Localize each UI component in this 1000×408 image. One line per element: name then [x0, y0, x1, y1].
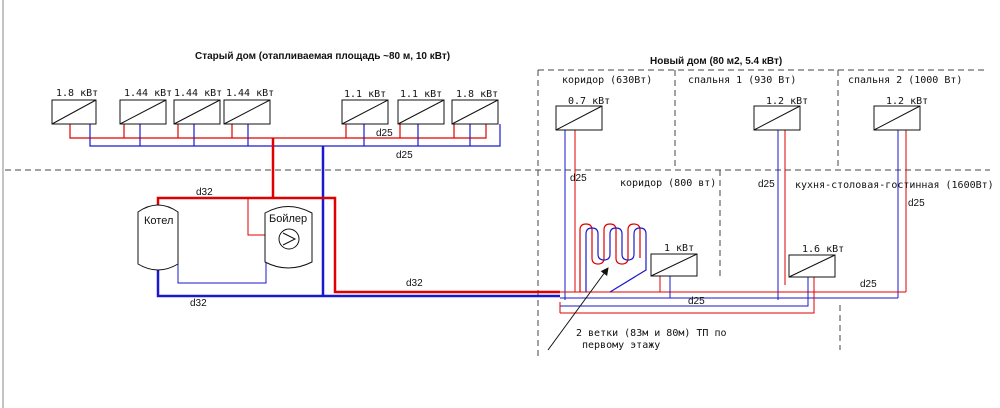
- radiator-bedroom2: [873, 105, 921, 131]
- old-radiator-label-2: 1.44 кВт: [124, 88, 172, 99]
- old-supply-branches: [123, 124, 455, 138]
- water-heater-label: Бойлер: [269, 213, 307, 225]
- new-house-title: Новый дом (80 м2, 5.4 кВт): [650, 56, 782, 67]
- radiator-2: [119, 99, 167, 125]
- pipe-label-d25-lower: d25: [396, 150, 413, 161]
- old-radiator-label-1: 1.8 кВт: [56, 88, 98, 99]
- old-supply-line: [69, 124, 487, 139]
- pipe-label-d25-bed2: d25: [908, 198, 925, 209]
- old-radiator-label-4: 1.44 кВт: [226, 88, 274, 99]
- d25-lower-return: [560, 277, 809, 307]
- floor-heating-return: [585, 227, 647, 293]
- old-radiator-label-6: 1.1 кВт: [400, 89, 442, 100]
- new-radiator-label-bedroom2: 1.2 кВт: [886, 96, 928, 107]
- room-bedroom1: спальня 1 (930 Вт): [688, 75, 796, 86]
- annotation-arrow: [547, 267, 609, 351]
- radiator-corridor-top: [555, 105, 603, 131]
- radiator-kitchen: [788, 254, 836, 278]
- new-radiator-label-bedroom1: 1.2 кВт: [766, 96, 808, 107]
- new-radiator-label-corridor-top: 0.7 кВт: [568, 96, 610, 107]
- pipe-label-d32-bottom: d32: [190, 298, 207, 309]
- pipe-label-d32-top: d32: [196, 187, 213, 198]
- main-risers: [271, 138, 325, 296]
- floor-heating-supply: [579, 223, 641, 292]
- room-kitchen: кухня-столовая-гостинная (1600Вт): [795, 180, 994, 191]
- radiator-5: [341, 99, 389, 125]
- boiler-room-pipes: [156, 196, 560, 298]
- pipe-label-d32-main: d32: [406, 278, 423, 289]
- pipe-label-d25-floor: d25: [688, 296, 705, 307]
- room-corridor-bottom: коридор (800 вт): [620, 178, 716, 189]
- d32-return-main: [156, 270, 560, 298]
- room-bedroom2: спальня 2 (1000 Вт): [848, 75, 962, 86]
- water-heater: [264, 206, 313, 269]
- old-radiator-label-7: 1.8 кВт: [456, 89, 498, 100]
- old-house-collectors: [69, 124, 501, 147]
- radiator-7: [451, 99, 499, 125]
- pipe-label-d25-right: d25: [860, 279, 877, 290]
- d25-lower-supply: [560, 277, 815, 314]
- old-return-branches: [139, 124, 471, 146]
- boiler: [137, 204, 179, 271]
- d32-supply-main: [156, 196, 560, 294]
- room-corridor-top: коридор (630Вт): [562, 75, 652, 86]
- annotation-line-1: 2 ветки (83м и 80м) ТП по: [576, 328, 727, 339]
- old-house-title: Старый дом (отапливаемая площадь ~80 м, …: [195, 51, 450, 62]
- boiler-label: Котел: [144, 215, 173, 227]
- partition-lines: [5, 69, 990, 356]
- water-heater-return: [177, 262, 267, 284]
- new-radiators: [555, 105, 921, 278]
- pipe-label-d25-corridor: d25: [570, 173, 587, 184]
- new-radiator-label-corridor-bottom: 1 кВт: [664, 243, 694, 254]
- radiator-corridor-bottom: [650, 253, 698, 277]
- radiator-1: [51, 99, 97, 125]
- radiator-4: [223, 99, 271, 125]
- new-house-pipes: [559, 130, 907, 314]
- radiator-bedroom1: [753, 105, 801, 131]
- pipe-label-d25-upper: d25: [376, 128, 393, 139]
- old-radiator-label-3: 1.44 кВт: [174, 88, 222, 99]
- new-radiator-label-kitchen: 1.6 кВт: [802, 244, 844, 255]
- old-radiator-label-5: 1.1 кВт: [344, 89, 386, 100]
- old-return-line: [89, 124, 501, 147]
- annotation-line-2: первому этажу: [582, 340, 660, 351]
- radiator-3: [173, 99, 221, 125]
- old-radiators: [51, 99, 499, 125]
- pipe-label-d25-bed1: d25: [758, 179, 775, 190]
- radiator-6: [397, 99, 445, 125]
